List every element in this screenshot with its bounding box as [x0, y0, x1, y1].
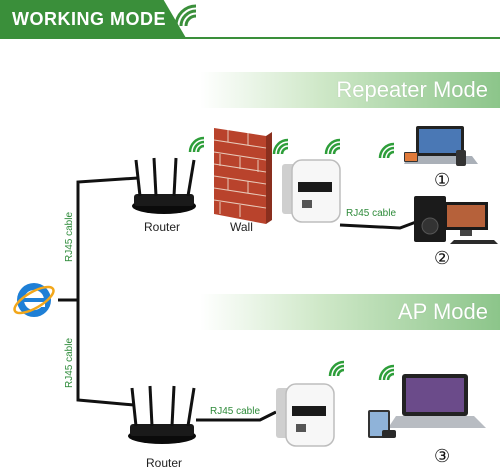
page-title: WORKING MODE: [12, 9, 166, 29]
laptop-icon-bottom: [388, 374, 486, 428]
ap-mode-label: AP Mode: [397, 299, 488, 324]
repeater-mode-label: Repeater Mode: [336, 77, 488, 102]
header-wifi-icon: [174, 4, 197, 27]
internet-explorer-icon: [13, 283, 55, 317]
number-two: ②: [434, 248, 451, 268]
brick-wall-icon: [213, 128, 272, 224]
cables: [58, 176, 417, 422]
cable-label-repeater: RJ45 cable: [346, 208, 397, 219]
ap-device-icon: [276, 383, 335, 447]
router-top-icon: [132, 157, 196, 214]
laptop-icon-top: [404, 126, 478, 164]
wifi-icon-devices-top: [378, 142, 395, 159]
router-top-label: Router: [144, 220, 181, 234]
cable-label-vertical-top: RJ45 cable: [64, 211, 75, 262]
wall-label: Wall: [230, 220, 253, 234]
cable-top-router: [76, 176, 139, 300]
ap-mode-band: [200, 294, 500, 330]
router-bottom-icon: [128, 385, 196, 444]
desktop-pc-icon: [414, 196, 498, 244]
phone-icon-top: [456, 150, 466, 166]
cable-repeater-pc: [339, 220, 417, 230]
number-one: ①: [434, 170, 451, 190]
phone-icon-bottom: [382, 430, 396, 438]
cable-label-vertical-bottom: RJ45 cable: [64, 337, 75, 388]
repeater-device-icon: [282, 159, 341, 223]
wifi-icon-top-router: [188, 136, 205, 153]
wifi-icon-devices-bottom: [378, 364, 395, 381]
repeater-mode-band: [200, 72, 500, 108]
cable-router-ap: [196, 410, 277, 422]
wifi-icon-ap: [328, 360, 345, 377]
wifi-icon-repeater: [324, 138, 341, 155]
number-three: ③: [434, 446, 451, 466]
header-tab: [0, 0, 186, 38]
header-underline: [0, 37, 500, 39]
cable-bottom-router: [76, 300, 135, 407]
cable-label-ap: RJ45 cable: [210, 406, 261, 417]
wifi-icon-wall: [272, 138, 289, 155]
router-bottom-label: Router: [146, 456, 183, 470]
